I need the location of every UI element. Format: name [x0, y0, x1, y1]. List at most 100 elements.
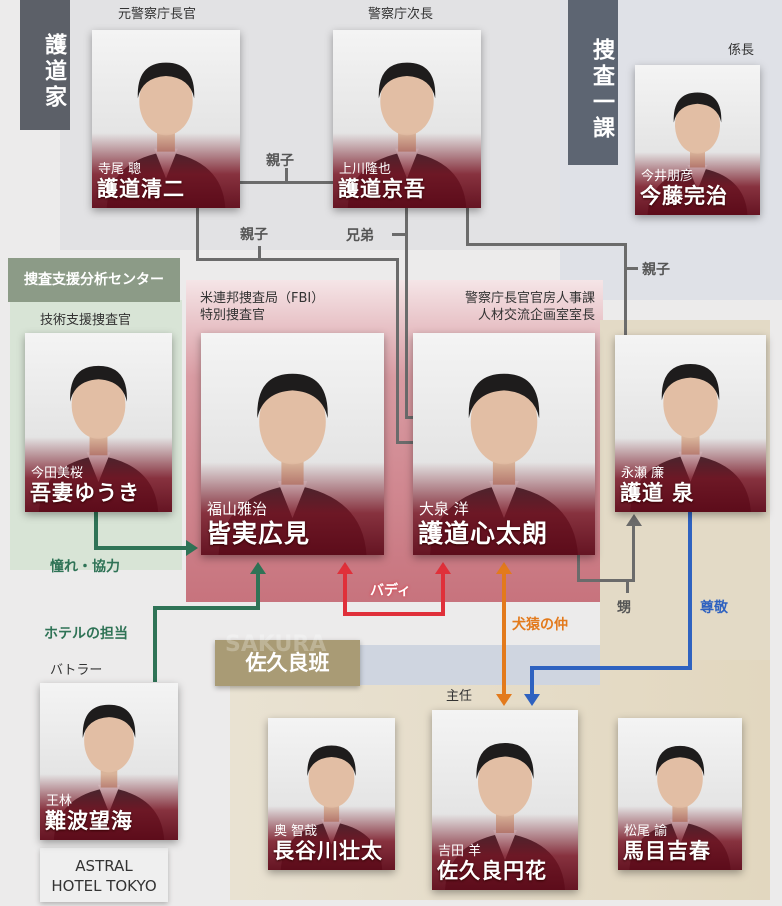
name-overlay	[618, 806, 742, 870]
line-hotel-a	[153, 608, 157, 682]
godo-family-tab: 護道家	[20, 0, 70, 130]
line-support-b	[94, 546, 186, 550]
line-respect-c	[530, 666, 534, 696]
sousa-ikka-tab: 捜査一課	[568, 0, 618, 165]
line-brothers-tick	[392, 233, 406, 236]
sakura-watermark: SAKURA	[225, 632, 327, 657]
name-overlay	[40, 774, 178, 840]
line-buddy-c	[441, 574, 445, 616]
arrow-buddy-left	[337, 562, 353, 574]
line-seiji-right	[196, 258, 398, 261]
rel-seiji-kyogo: 親子	[266, 153, 294, 169]
actor-name: 奥 智哉	[274, 824, 318, 839]
character-name: 護道清二	[97, 176, 185, 201]
role-label-imafuji: 係長	[728, 43, 755, 58]
name-overlay	[333, 133, 481, 208]
line-nephew-b	[577, 579, 635, 582]
actor-name: 今田美桜	[31, 466, 84, 481]
character-name: 難波望海	[45, 808, 133, 833]
actor-name: 大泉 洋	[419, 500, 469, 518]
name-overlay	[25, 436, 172, 512]
role-label-seiji: 元警察庁長官	[118, 7, 197, 22]
line-seiji-kyogo-tick	[285, 168, 288, 182]
rel-buddy: バディ	[370, 583, 412, 599]
actor-name: 松尾 諭	[624, 824, 668, 839]
actor-name: 王林	[46, 794, 73, 809]
character-name: 佐久良円花	[437, 858, 547, 883]
rel-nephew: 甥	[617, 600, 631, 616]
name-overlay	[635, 152, 760, 215]
arrow-rival-down	[496, 694, 512, 706]
role-label-shintaro: 警察庁長官官房人事課 人材交流企画室室長	[464, 291, 595, 323]
rel-hotel: ホテルの担当	[44, 626, 128, 642]
line-nephew-c	[632, 525, 635, 582]
line-respect-b	[530, 666, 692, 670]
line-to-shintaro-b	[396, 441, 414, 444]
line-hotel-c	[256, 574, 260, 610]
actor-name: 上川隆也	[339, 162, 392, 177]
character-card-izumi[interactable]: 永瀬 廉 護道 泉	[615, 335, 766, 512]
character-name: 吾妻ゆうき	[30, 480, 140, 505]
line-to-shintaro-a	[396, 258, 399, 443]
rel-brothers: 兄弟	[346, 228, 374, 244]
role-label-wagatsuma: 技術支援捜査官	[40, 313, 132, 328]
name-overlay	[92, 133, 240, 208]
line-buddy-a	[343, 574, 347, 616]
line-buddy-b	[343, 612, 445, 616]
character-name: 今藤完治	[640, 183, 728, 208]
line-nephew-tick	[626, 581, 629, 593]
line-rival	[502, 574, 506, 696]
name-overlay	[268, 806, 395, 870]
character-name: 馬目吉春	[623, 838, 711, 863]
hotel-label: ASTRAL HOTEL TOKYO	[40, 848, 168, 902]
rel-support: 憧れ・協力	[50, 559, 120, 575]
line-kyogo-izumi-tick	[624, 267, 638, 270]
character-card-minazane[interactable]: 福山雅治 皆実広見	[201, 333, 384, 555]
line-hotel-b	[153, 606, 259, 610]
ssbc-header: 捜査支援分析センター	[8, 258, 180, 302]
character-card-sakura[interactable]: 吉田 羊 佐久良円花	[432, 710, 578, 890]
sakura-team-text: 佐久良班	[245, 650, 330, 675]
character-name: 皆実広見	[206, 519, 311, 548]
role-label-namba: バトラー	[50, 663, 103, 678]
role-label-kyogo: 警察庁次長	[368, 7, 434, 22]
character-card-hasegawa[interactable]: 奥 智哉 長谷川壮太	[268, 718, 395, 870]
line-kyogo-down	[405, 208, 408, 418]
actor-name: 寺尾 聰	[98, 162, 142, 177]
arrow-hotel	[250, 562, 266, 574]
character-name: 護道 泉	[620, 480, 695, 505]
line-nephew-a	[577, 555, 580, 581]
arrow-nephew	[626, 514, 642, 526]
line-seiji-kyogo	[240, 181, 334, 184]
actor-name: 福山雅治	[207, 500, 268, 518]
rel-kyogo-izumi: 親子	[642, 262, 670, 278]
role-label-minazane: 米連邦捜査局（FBI） 特別捜査官	[200, 291, 325, 323]
line-kyogo-down-b	[405, 416, 414, 419]
character-card-kyogo[interactable]: 上川隆也 護道京吾	[333, 30, 481, 208]
character-name: 護道京吾	[338, 176, 426, 201]
character-card-imafuji[interactable]: 今井朋彦 今藤完治	[635, 65, 760, 215]
character-card-mame[interactable]: 松尾 諭 馬目吉春	[618, 718, 742, 870]
name-overlay	[413, 461, 595, 555]
character-card-seiji[interactable]: 寺尾 聰 護道清二	[92, 30, 240, 208]
line-respect-a	[688, 512, 692, 670]
line-seiji-tick	[258, 246, 261, 259]
actor-name: 永瀬 廉	[621, 466, 665, 481]
line-kyogo-izumi-b	[466, 243, 626, 246]
name-overlay	[201, 461, 384, 555]
character-name: 護道心太朗	[418, 519, 549, 548]
character-name: 長谷川壮太	[273, 838, 383, 863]
arrow-rival-up	[496, 562, 512, 574]
name-overlay	[432, 814, 578, 890]
character-card-namba[interactable]: 王林 難波望海	[40, 683, 178, 840]
rel-respect: 尊敬	[700, 600, 728, 616]
character-card-wagatsuma[interactable]: 今田美桜 吾妻ゆうき	[25, 333, 172, 512]
arrow-support	[186, 540, 198, 556]
line-seiji-down	[196, 208, 199, 260]
sakura-team-label: SAKURA 佐久良班	[215, 632, 360, 686]
character-card-shintaro[interactable]: 大泉 洋 護道心太朗	[413, 333, 595, 555]
line-kyogo-izumi-a	[466, 208, 469, 245]
arrow-respect	[524, 694, 540, 706]
actor-name: 今井朋彦	[641, 169, 694, 184]
line-kyogo-izumi-c	[624, 243, 627, 335]
